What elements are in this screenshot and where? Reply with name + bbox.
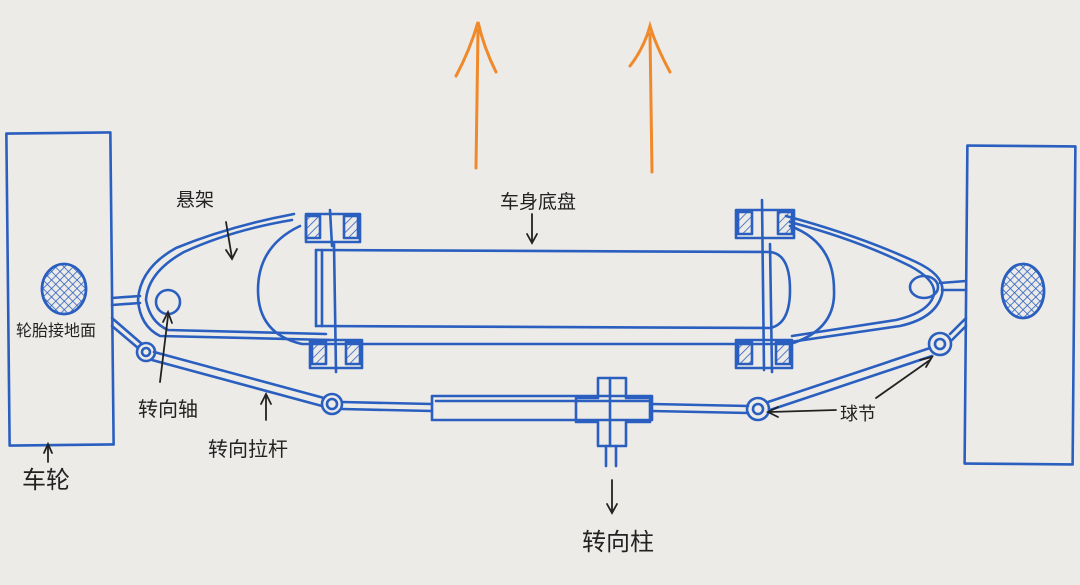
steering-axis-label: 转向轴 (138, 397, 198, 421)
body-chassis-label: 车身底盘 (500, 191, 576, 213)
tie-rod-label: 转向拉杆 (208, 437, 288, 461)
ball-joint-label: 球节 (840, 404, 876, 425)
right-bushing-bottom (734, 242, 794, 374)
wheel-leader-arrow (43, 441, 53, 463)
orange-arrow-left (454, 21, 498, 170)
left-bushing-bottom (308, 242, 364, 374)
body-chassis-leader-arrow (526, 213, 538, 245)
tire-contact-label: 轮胎接地面 (16, 321, 96, 340)
tie-rod-leader-arrow (260, 391, 272, 421)
right-wheel (963, 144, 1077, 466)
ball-joint-leader-arrow (765, 355, 934, 418)
steering-column-leader-arrow (606, 479, 618, 515)
left-bushing-top (304, 208, 362, 248)
right-suspension-arm (784, 214, 968, 344)
right-bushing-top (734, 198, 796, 372)
steering-axis-leader-arrow (159, 309, 173, 383)
suspension-leader-arrow (225, 221, 238, 261)
left-tire-contact-patch (40, 262, 88, 316)
wheel-label: 车轮 (22, 466, 70, 494)
right-tire-contact-patch (1000, 262, 1046, 320)
right-steering-knuckle (927, 316, 968, 357)
body-chassis (256, 224, 836, 346)
steering-column-cross (574, 376, 652, 468)
steering-column-label: 转向柱 (582, 528, 654, 556)
right-tie-rod (650, 346, 934, 422)
steering-rack (430, 394, 654, 422)
left-tie-rod (150, 350, 434, 416)
orange-arrow-right (628, 20, 672, 174)
suspension-label: 悬架 (176, 189, 214, 211)
left-wheel (5, 131, 115, 447)
